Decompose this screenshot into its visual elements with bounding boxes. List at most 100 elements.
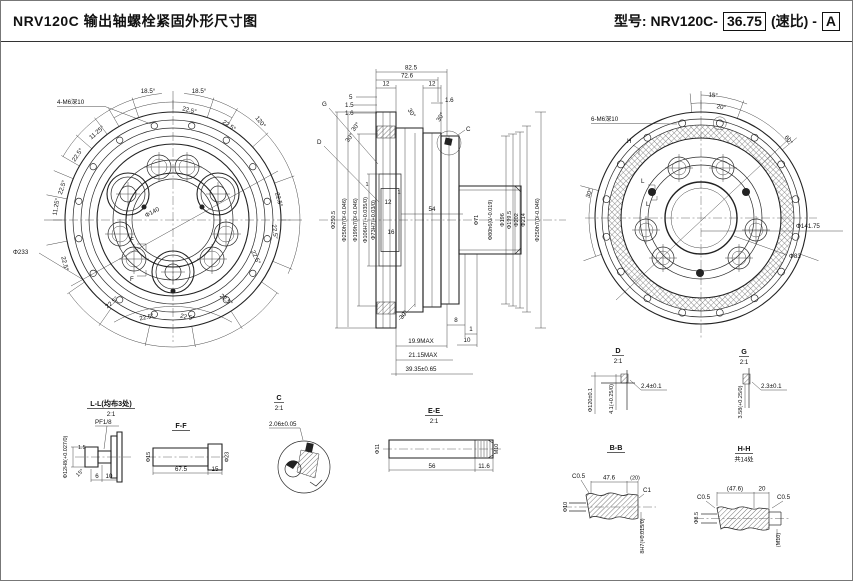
detail-l-l-scale: 2:1: [107, 411, 116, 418]
angle-20: 20°: [716, 103, 727, 112]
dia-83-label: Φ83: [789, 253, 801, 260]
detail-d-scale: 2:1: [614, 358, 623, 365]
section-f-upper: F: [130, 237, 134, 244]
dim-10: 10: [464, 337, 471, 344]
dim-67-5-ff: 67.5: [175, 466, 188, 473]
dim-1-bottom: 1: [469, 326, 473, 333]
angle-30-tr: 30°: [435, 111, 446, 123]
h-h-shaft-section: [717, 507, 769, 530]
detail-letter-d: D: [317, 139, 322, 146]
detail-e-e: E-E 2:1 Φ11 M10 56 11.6: [375, 406, 501, 472]
chamfer-c05-bb: C0.5: [572, 473, 586, 480]
detail-c: C 2:1 2.06±0.05: [269, 393, 330, 493]
left-front-view: 18.5° 18.5° 22.5° 22.5° 120° 22.5° 22.5°…: [13, 88, 302, 347]
dim-72-6: 72.6: [401, 73, 414, 80]
detail-g-title: G: [741, 347, 747, 356]
bore-8h7-bb: 8H7(+0.015/0): [640, 518, 646, 553]
angle-18-5-right: 18.5°: [192, 88, 207, 95]
detail-c-scale: 2:1: [275, 405, 284, 412]
dia-250h7-right: Φ250h7(0/-0.046): [535, 198, 541, 242]
angle-30-tl2: 30°: [344, 132, 356, 144]
width-2-3-g: 2.3±0.1: [761, 383, 782, 390]
dim-1-a: 1: [365, 182, 368, 188]
angle-22-5-b1: 22.5°: [179, 313, 195, 323]
dim-12-hub: 12: [385, 199, 392, 206]
detail-f-f: F-F Φ15 Φ23 67.5 15: [146, 421, 231, 475]
angle-22-5-lr2: 22.5°: [218, 292, 234, 307]
drawing-title: NRV120C 输出轴螺栓紧固外形尺寸图: [13, 13, 258, 29]
angle-22-5-l: 22.5°: [57, 179, 68, 195]
detail-letter-c: C: [466, 126, 471, 133]
dim-15-ff: 15: [212, 466, 219, 473]
dim-16-hub: 16: [388, 229, 395, 236]
model-designation: 型号: NRV120C- 36.75 (速比) - A: [614, 11, 840, 31]
dia-23-ff: Φ23: [225, 452, 231, 463]
angle-22-5-r2: 22.5°: [270, 224, 279, 240]
dim-47-6-bb: 47.6: [603, 475, 616, 482]
dim-10-ll: 10: [106, 473, 113, 480]
detail-e-e-scale: 2:1: [430, 418, 439, 425]
detail-d-title: D: [615, 346, 620, 355]
dim-19-9max: 19.9MAX: [408, 338, 433, 345]
dia-106H7: Φ106H7(+0.035/0): [363, 197, 369, 243]
section-h-h-title: H-H: [738, 444, 751, 453]
variant-box: A: [821, 11, 840, 31]
dim-6-ll: 6: [95, 473, 99, 480]
dim-1-6-left: 1.6: [345, 110, 354, 117]
chamfer-c05-hh-left: C0.5: [697, 494, 711, 501]
b-b-shaft-section: [586, 493, 638, 519]
angle-22-5-ll: 22.5°: [59, 256, 69, 272]
center-section-view: C G D 82.5 72.6 12 12 5 1.5 1.6 1.6: [317, 65, 566, 377]
right-rear-view: 15° 20° 60° 30° 6-M6深10 H L L Φ141.75 Φ8…: [580, 91, 843, 338]
dim-2-06-c: 2.06±0.05: [269, 421, 297, 428]
title-block: NRV120C 输出轴螺栓紧固外形尺寸图 型号: NRV120C- 36.75 …: [1, 1, 852, 42]
angle-120: 120°: [253, 115, 267, 130]
angle-22-5-top: 22.5°: [181, 105, 197, 115]
angle-15-ll: 15°: [75, 468, 85, 478]
angle-dimension-arcs: [44, 91, 302, 347]
angle-30-rear: 30°: [585, 187, 595, 199]
dim-56-ee: 56: [429, 463, 436, 470]
dia-202: Φ202: [514, 213, 520, 227]
angle-11-25-l: 11.25°: [52, 197, 62, 216]
dim-47-6-hh: (47.6): [727, 486, 743, 493]
dia-250h7-left: Φ250h7(0/-0.046): [342, 198, 348, 242]
dia-10-bb: Φ10: [563, 502, 569, 513]
dia-196: Φ196: [500, 213, 506, 227]
dia-71: Φ71: [474, 215, 480, 226]
thread-note-6m6: 6-M6深10: [591, 115, 619, 123]
dia-11-ee: Φ11: [375, 444, 381, 454]
detail-g-scale: 2:1: [740, 359, 749, 366]
angle-30-tl1: 30°: [350, 121, 362, 133]
dim-11-6-ee: 11.6: [478, 463, 490, 470]
dia-15-ff: Φ15: [146, 452, 152, 463]
dim-12-right: 12: [429, 81, 436, 88]
detail-l-l: L-L(均布3处) 2:1 PF1/8 Φ12H8(+0.027/0) 1.5 …: [63, 399, 135, 482]
angle-60: 60°: [783, 134, 794, 146]
detail-e-e-title: E-E: [428, 406, 440, 415]
angle-22-5-b2: 22.5°: [139, 312, 155, 322]
dia-141-75-label: Φ141.75: [796, 223, 820, 230]
dim-82-5: 82.5: [405, 65, 418, 72]
depth-4-1-d: 4.1(+0.25/0): [609, 384, 615, 414]
chamfer-c1-bb: C1: [643, 487, 651, 494]
dia-199-5: Φ199.5: [507, 211, 513, 229]
section-h-mark: H: [627, 138, 631, 145]
dia-233-label: Φ233: [13, 249, 29, 256]
dia-120-d: Φ120±0.1: [588, 388, 594, 412]
dim-12-left: 12: [383, 81, 390, 88]
detail-d: D 2:1 Φ120±0.1 4.1(+0.25/0) 2.4±0.1: [588, 346, 667, 414]
engineering-drawing-canvas: 18.5° 18.5° 22.5° 22.5° 120° 22.5° 22.5°…: [13, 65, 853, 554]
angle-22-5-r1: 22.5°: [273, 192, 284, 208]
thread-note-4m6: 4-M6深10: [57, 98, 85, 106]
dia-140-label: Φ140: [144, 206, 161, 220]
dim-21-15max: 21.15MAX: [409, 352, 438, 359]
dim-1-6-right: 1.6: [445, 97, 454, 104]
width-2-4-d: 2.4±0.1: [641, 383, 662, 390]
dim-1-5-ll: 1.5: [78, 445, 86, 451]
dia-199h7: Φ199h7(0/-0.046): [353, 198, 359, 242]
dia-80h6: Φ80h6(0/-0.019): [488, 200, 494, 241]
dim-1-b: 1: [397, 190, 400, 196]
section-h-h: H-H 共14处 (47.6) 20 C0.5 C0.5 Φ8.5 (M10): [694, 444, 791, 547]
